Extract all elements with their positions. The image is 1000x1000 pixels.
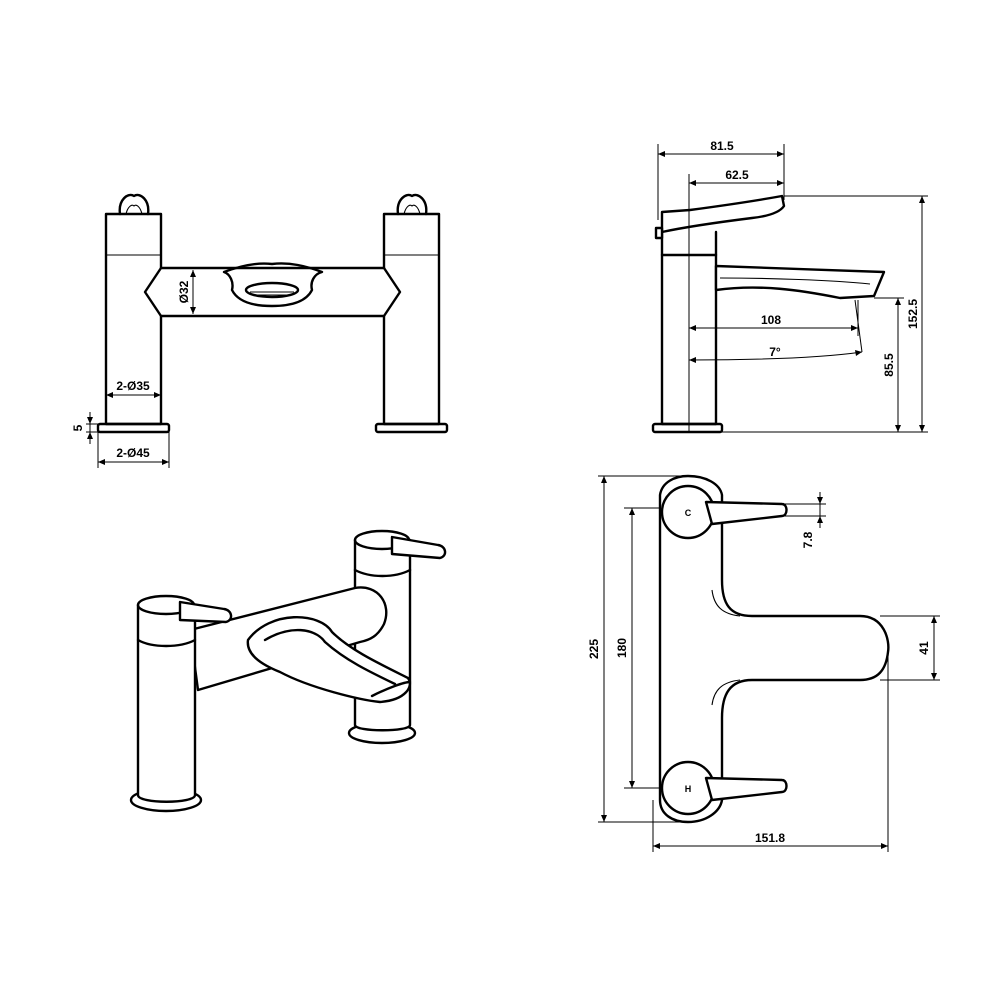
dim-base-diameter: 2-Ø45: [116, 446, 150, 460]
side-spout: [714, 264, 886, 300]
front-view: Ø32 2-Ø35 5 2-Ø45: [71, 193, 449, 468]
dim-lever-reach: 62.5: [725, 168, 749, 182]
side-lever: [660, 194, 786, 234]
dim-spout-height: 85.5: [882, 353, 896, 377]
plan-view: C H 7.8 41 225 180: [587, 474, 940, 852]
plan-hot-lever: [704, 776, 788, 802]
dim-handle-offset: 7.8: [801, 531, 815, 548]
perspective-spout: [246, 616, 412, 704]
right-pillar: [382, 212, 441, 426]
dim-overall-height: 152.5: [906, 299, 920, 329]
dim-base-height: 5: [71, 424, 85, 431]
cold-marking: C: [685, 508, 692, 518]
rear-lever: [390, 535, 447, 560]
dim-lever-overall: 81.5: [710, 139, 734, 153]
dim-body-diameter: Ø32: [177, 280, 191, 303]
aerator: [244, 281, 300, 299]
dim-overall-width: 151.8: [755, 831, 785, 845]
dim-centres: 180: [615, 638, 629, 658]
dim-pillar-diameter: 2-Ø35: [116, 379, 150, 393]
left-base: [96, 422, 171, 434]
dim-overall-depth: 225: [587, 639, 601, 659]
dim-spout-angle: 7°: [769, 345, 781, 359]
dim-spout-reach: 108: [761, 313, 781, 327]
plan-body: [658, 474, 890, 824]
right-base: [374, 422, 449, 434]
perspective-view: [129, 529, 447, 813]
right-handle-top: [396, 193, 428, 216]
left-handle-top: [118, 193, 150, 216]
spout-outlet: [222, 262, 324, 308]
side-base: [651, 422, 724, 434]
hot-marking: H: [685, 784, 692, 794]
front-lever: [178, 600, 233, 624]
dim-spout-width: 41: [917, 641, 931, 655]
plan-cold-lever: [704, 500, 788, 526]
side-view: 81.5 62.5 108 7° 152.5 85.5: [651, 139, 928, 434]
